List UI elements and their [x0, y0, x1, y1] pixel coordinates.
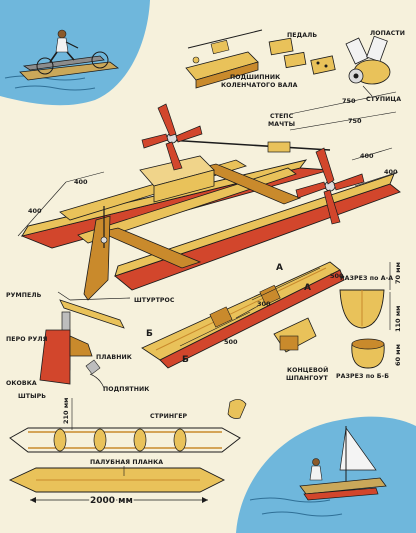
- dim-400-leftmid: 400: [74, 178, 88, 186]
- hull-dimension-lines: [179, 267, 321, 347]
- dim-300: 300: [257, 300, 271, 308]
- section-letter-a1: А: [276, 263, 283, 273]
- fin-label: ПЛАВНИК: [96, 354, 132, 361]
- binding-label: ОКОВКА: [6, 380, 37, 387]
- sailing-vignette: [236, 416, 416, 533]
- mast-step-label-line1: СТЕПС: [270, 113, 294, 120]
- end-frame-label-line2: ШПАНГОУТ: [286, 375, 328, 382]
- crankshaft-bearing-part: [185, 29, 263, 89]
- deck-plank-label: ПАЛУБНАЯ ПЛАНКА: [90, 459, 163, 466]
- pin-label: ШТЫРЬ: [18, 393, 46, 400]
- dim-400-far-right: 400: [384, 168, 398, 176]
- section-aa-label: РАЗРЕЗ по А-А: [340, 275, 393, 282]
- pedal-label: ПЕДАЛЬ: [287, 32, 317, 39]
- bearing-label-line1: ПОДШИПНИК: [230, 74, 280, 81]
- end-frame-label-line1: КОНЦЕВОЙ: [287, 365, 328, 374]
- stringer-label: СТРИНГЕР: [150, 413, 188, 420]
- section-letter-a2: А: [304, 283, 311, 293]
- rudder-blade-label: ПЕРО РУЛЯ: [6, 336, 48, 343]
- section-bb-height: 60 мм: [394, 344, 402, 366]
- section-aa-height: 110 мм: [394, 306, 402, 332]
- rudder-detail: [39, 291, 131, 389]
- hull-skinned: [8, 466, 226, 493]
- pedal-parts: [268, 37, 336, 75]
- length-dimension: [30, 497, 208, 503]
- hull-detail: [141, 261, 345, 369]
- left-paddle-wheel: [141, 103, 203, 171]
- section-aa-drawing: [339, 262, 391, 330]
- catamaran-assembly: [20, 139, 401, 301]
- length-dim-label: 2000 мм: [90, 496, 133, 506]
- blades-label: ЛОПАСТИ: [370, 30, 405, 37]
- dim-750-bottom: 750: [348, 117, 362, 125]
- section-letter-b1: Б: [146, 329, 153, 339]
- mast-step-label-line2: МАЧТЫ: [268, 121, 295, 128]
- bearing-label-line2: КОЛЕНЧАТОГО ВАЛА: [221, 82, 298, 89]
- right-paddle-wheel: [295, 147, 365, 225]
- height-dim-label: 210 мм: [62, 398, 70, 424]
- tiller-label: РУМПЕЛЬ: [6, 292, 42, 299]
- dim-400-right: 400: [360, 152, 374, 160]
- pedal-boat-vignette: [0, 0, 150, 106]
- rudder-rope-label: ШТУРТРОС: [134, 297, 175, 304]
- hub-label: СТУПИЦА: [366, 96, 401, 103]
- paddle-hub-part: [345, 35, 391, 85]
- dim-500-lower: 500: [224, 338, 238, 346]
- dimension-lines: [17, 91, 399, 237]
- end-frame-part: [273, 317, 317, 353]
- hull-skeleton-frame: [9, 398, 247, 453]
- section-bb-label: РАЗРЕЗ по Б-Б: [336, 373, 389, 380]
- dim-400-left: 400: [28, 207, 42, 215]
- section-aa-width: 70 мм: [394, 262, 402, 284]
- section-letter-b2: Б: [182, 355, 189, 365]
- dim-500-upper: 500: [330, 272, 344, 280]
- heel-label: ПОДПЯТНИК: [103, 386, 149, 393]
- section-bb-drawing: [351, 338, 385, 369]
- dim-750-top: 750: [342, 97, 356, 105]
